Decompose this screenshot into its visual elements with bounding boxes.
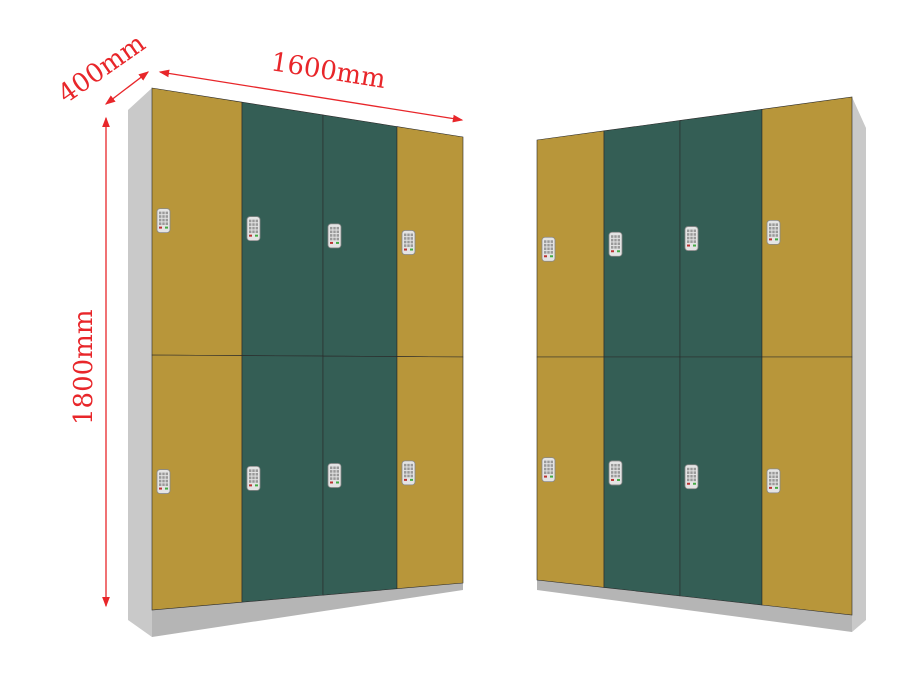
width-arrow: [158, 69, 464, 123]
keypad-lock-icon: [401, 460, 416, 486]
left-locker: [128, 87, 464, 637]
keypad-lock-icon: [608, 231, 623, 257]
keypad-lock-icon: [327, 463, 342, 488]
right-locker: [536, 96, 866, 632]
depth-label: 400mm: [53, 28, 151, 109]
locker-door[interactable]: [396, 356, 464, 590]
depth-arrow: [104, 71, 150, 105]
height-label: 1800mm: [69, 310, 99, 425]
keypad-lock-icon: [156, 208, 171, 233]
width-label: 1600mm: [269, 47, 388, 95]
keypad-lock-icon: [327, 223, 342, 249]
locker-door[interactable]: [761, 356, 853, 616]
keypad-lock-icon: [766, 219, 781, 245]
keypad-lock-icon: [401, 230, 416, 255]
keypad-lock-icon: [684, 226, 699, 251]
keypad-lock-icon: [608, 460, 623, 486]
keypad-lock-icon: [766, 468, 781, 494]
keypad-lock-icon: [541, 457, 556, 483]
keypad-lock-icon: [156, 469, 171, 494]
plinth: [537, 580, 852, 632]
side-panel: [128, 88, 152, 637]
side-panel: [852, 97, 866, 632]
keypad-lock-icon: [246, 465, 261, 491]
dimension-lines: [102, 69, 464, 608]
plinth: [152, 583, 463, 637]
keypad-lock-icon: [246, 216, 261, 242]
keypad-lock-icon: [541, 236, 556, 262]
keypad-lock-icon: [684, 464, 699, 490]
